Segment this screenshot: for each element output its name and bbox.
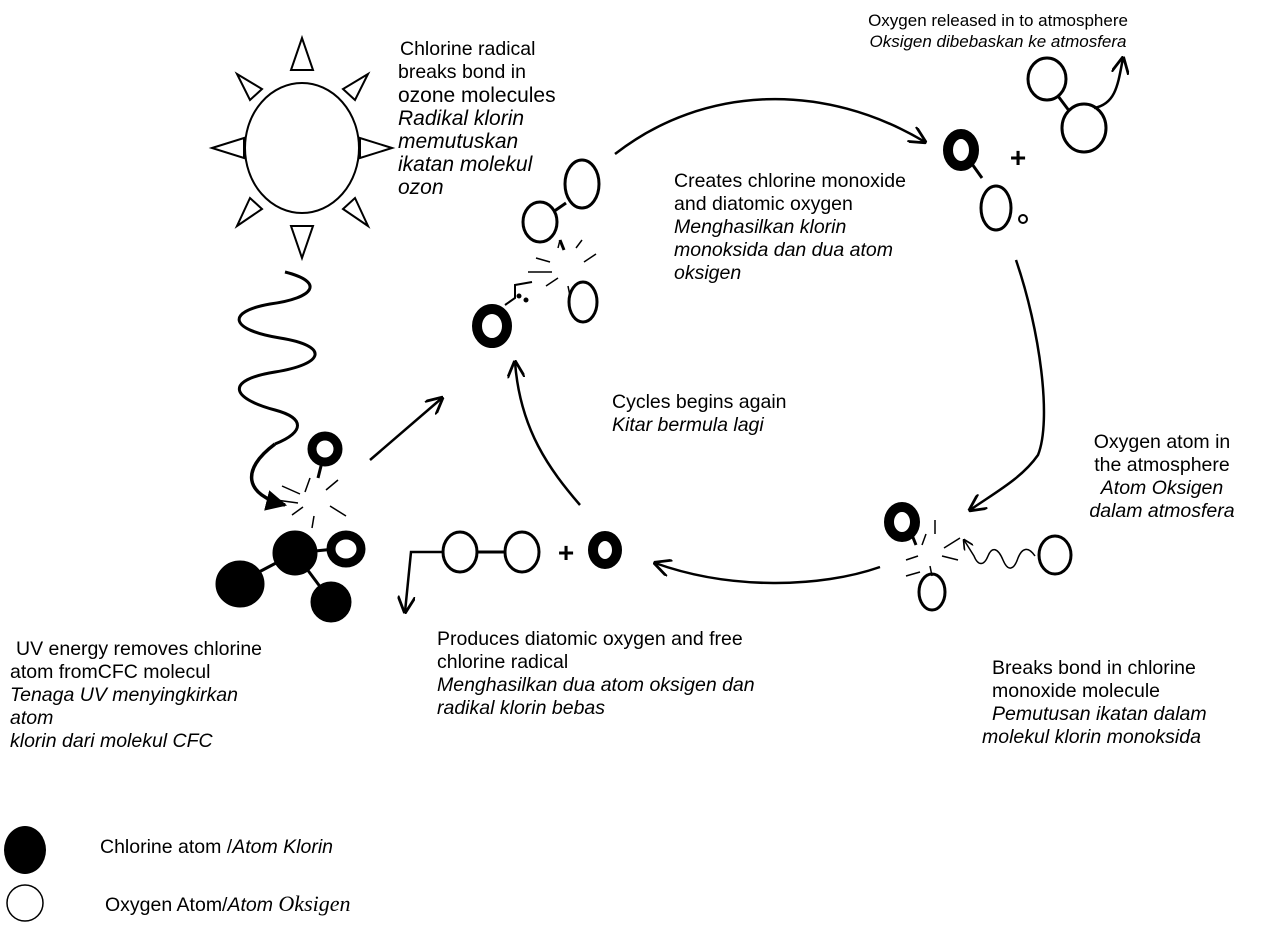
label-en-line: Cycles begins again (612, 391, 787, 413)
free-oxygen-atom (1037, 534, 1073, 576)
legend-oxygen-icon (6, 884, 44, 922)
legend-chlorine-icon (4, 826, 46, 874)
leaving-arrow (405, 550, 443, 612)
label-en-line: atom fromCFC molecul (10, 661, 211, 683)
break-sparks-cfc (275, 477, 347, 529)
legend-chlorine: Chlorine atom /Atom Klorin (100, 836, 333, 859)
label-ms-line: atom (10, 707, 54, 729)
label-en-line: Chlorine radical (400, 38, 536, 60)
incoming-oxygen-wave (964, 540, 1036, 569)
label-ms-line: memutuskan (398, 130, 519, 153)
label-chlorine-radical-breaks: Chlorine radical breaks bond in ozone mo… (398, 38, 556, 199)
legend-oxygen: Oxygen Atom/Atom Oksigen (105, 891, 351, 917)
label-en-line: Oxygen atom in (1093, 431, 1231, 453)
label-ms-line: ozon (398, 176, 444, 199)
chlorine-radical (472, 281, 533, 348)
label-cycle-begins: Cycles begins again Kitar bermula lagi (612, 391, 787, 437)
label-en-line: the atmosphere (1094, 454, 1230, 476)
label-ms-line: Tenaga UV menyingkirkan (10, 684, 238, 706)
label-en-line: Produces diatomic oxygen and free (437, 628, 743, 650)
label-ms-line: Menghasilkan dua atom oksigen dan (437, 674, 755, 696)
label-ms-line: molekul klorin monoksida (982, 726, 1201, 748)
label-ms-line: Oksigen dibebaskan ke atmosfera (869, 32, 1127, 51)
label-oxygen-released: Oxygen released in to atmosphere Oksigen… (808, 10, 1188, 52)
chlorine-monoxide-breaking (884, 502, 947, 612)
label-en-line: chlorine radical (437, 651, 569, 673)
label-en-line: Creates chlorine monoxide (674, 170, 906, 192)
product-diatomic-oxygen (441, 530, 541, 574)
label-ms-line: Atom Oksigen (1100, 477, 1224, 499)
label-produces-diatomic: Produces diatomic oxygen and free chlori… (437, 628, 755, 720)
label-ms-line: ikatan molekul (398, 153, 533, 176)
label-uv-energy: UV energy removes chlorine atom fromCFC … (10, 638, 262, 753)
break-sparks-ozone (528, 239, 597, 297)
label-en-line: Breaks bond in chlorine (992, 657, 1196, 679)
product-chlorine-radical (588, 531, 622, 569)
arrow-to-products (655, 563, 881, 585)
sun-icon (208, 34, 396, 262)
rising-arrow (1093, 58, 1123, 110)
label-ms-line: dalam atmosfera (1089, 500, 1235, 522)
label-en-line: ozone molecules (398, 84, 556, 107)
diatomic-oxygen-released (1026, 56, 1108, 154)
released-chlorine-atom (307, 431, 343, 479)
arrow-ozone-to-monoxide (614, 97, 925, 155)
legend-oxygen-en: Oxygen Atom/ (105, 894, 228, 916)
label-oxygen-atom-atmosphere: Oxygen atom in the atmosphere Atom Oksig… (1062, 431, 1262, 523)
label-ms-line: monoksida dan dua atom (674, 239, 893, 261)
label-en-line: breaks bond in (398, 61, 526, 83)
label-ms-line: Radikal klorin (398, 107, 525, 130)
label-en-line: UV energy removes chlorine (16, 638, 263, 660)
chlorine-monoxide (943, 129, 1028, 232)
label-creates-chlorine-monoxide: Creates chlorine monoxide and diatomic o… (667, 170, 906, 285)
label-ms-line: Menghasilkan klorin (674, 216, 847, 238)
label-ms-line: Kitar bermula lagi (612, 414, 764, 436)
cfc-molecule (215, 530, 366, 623)
uv-arrow (249, 442, 288, 511)
plus-sign-top: + (1010, 142, 1026, 173)
label-en-line: and diatomic oxygen (674, 193, 853, 215)
label-ms-line: klorin dari molekul CFC (10, 730, 213, 752)
label-en-line: Oxygen released in to atmosphere (868, 11, 1128, 30)
legend-oxygen-ms: Atom (227, 894, 279, 916)
plus-sign-bottom: + (558, 537, 574, 568)
legend-chlorine-en: Chlorine atom / (100, 836, 233, 858)
legend-oxygen-ms-serif: Oksigen (278, 891, 351, 916)
label-breaks-bond-monoxide: Breaks bond in chlorine monoxide molecul… (982, 657, 1207, 749)
break-sparks-monoxide (905, 520, 961, 577)
uv-wave (237, 270, 317, 446)
label-ms-line: oksigen (674, 262, 742, 284)
legend-chlorine-ms: Atom Klorin (232, 836, 334, 858)
label-ms-line: radikal klorin bebas (437, 697, 606, 719)
arrow-cfc-to-radical (369, 398, 442, 461)
ozone-molecule (521, 158, 601, 324)
cycle-arrow (515, 362, 581, 506)
label-ms-line: Pemutusan ikatan dalam (992, 703, 1207, 725)
arrow-monoxide-down (970, 259, 1046, 510)
label-en-line: monoxide molecule (992, 680, 1161, 702)
